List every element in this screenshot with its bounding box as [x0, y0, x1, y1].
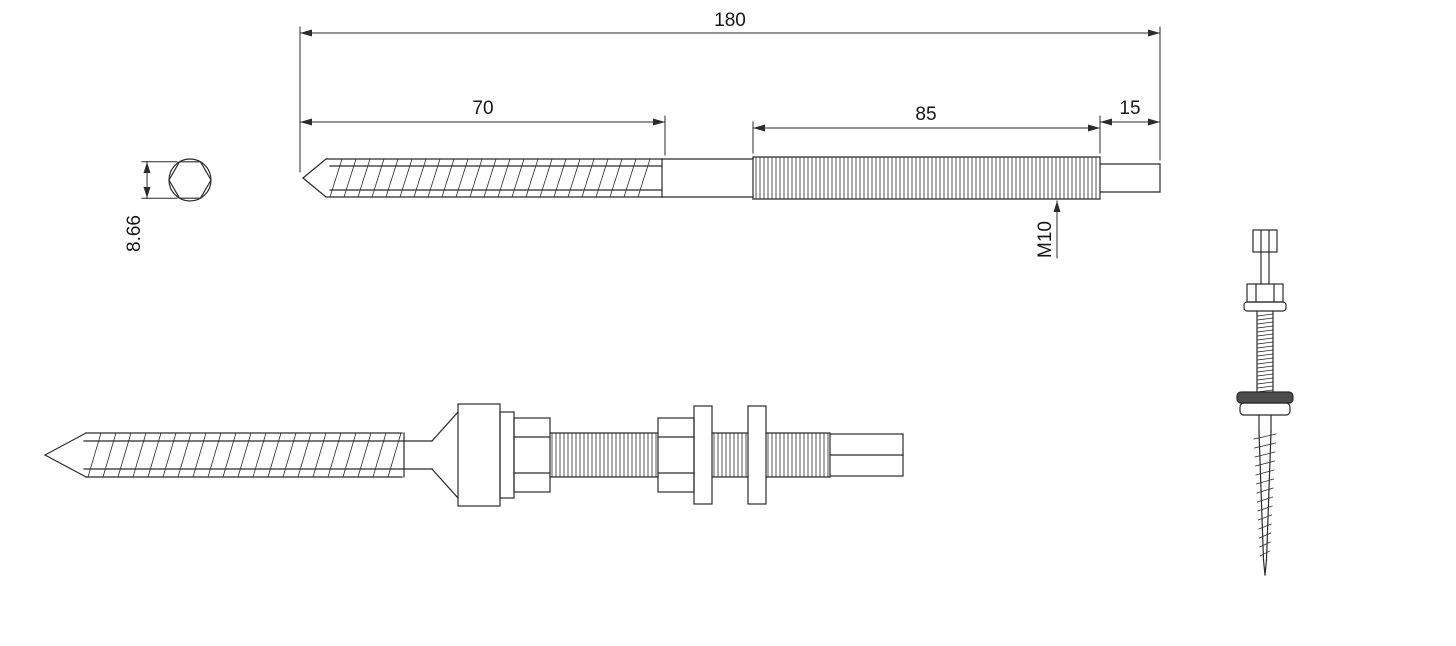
main-side-view: 180 70 85 15 M [299, 10, 1161, 259]
washer [1243, 301, 1287, 312]
shank-outline-circle [168, 158, 212, 202]
neck [1260, 251, 1270, 285]
dim-overall-length-label: 180 [714, 10, 746, 31]
hex-nut [513, 417, 551, 493]
dim-lag-thread-length: 70 [299, 98, 666, 156]
screw-tip [44, 432, 87, 478]
lag-screw-section [1253, 431, 1277, 576]
dim-machine-thread-length: 85 [752, 104, 1101, 154]
dim-hex-across-flats-label: 8.66 [124, 215, 145, 252]
screw-tip [302, 158, 327, 198]
arrowhead [1088, 124, 1100, 132]
arrowhead [753, 124, 765, 132]
end-view: 8.66 [124, 158, 212, 252]
plain-end-section [1099, 163, 1161, 193]
dim-plain-end-length-label: 15 [1119, 98, 1140, 119]
thread-spec-label: M10 [1035, 221, 1056, 258]
plain-end-section [829, 433, 904, 477]
lag-thread-section [325, 158, 663, 198]
seal-washer-pair [1236, 391, 1294, 416]
machine-thread-section [549, 432, 659, 478]
arrowhead [300, 118, 312, 126]
arrowhead [300, 29, 312, 37]
arrowhead [653, 118, 665, 126]
arrowhead [1053, 201, 1061, 212]
dim-overall-length: 180 [299, 10, 1161, 173]
shank-and-cone [403, 411, 459, 499]
plain-shank-section [661, 158, 754, 198]
washer [747, 405, 767, 505]
threaded-rod [1256, 310, 1274, 393]
label-thread-spec: M10 [1035, 200, 1061, 259]
dim-plain-end-length: 15 [1099, 98, 1161, 126]
hex-nut [1246, 283, 1284, 303]
isometric-view [1236, 229, 1294, 576]
machine-thread-section [765, 432, 831, 478]
dim-hex-across-flats: 8.66 [124, 161, 178, 252]
arrowhead [143, 187, 151, 198]
seal-washer-block [457, 403, 515, 507]
machine-thread-section [752, 156, 1101, 200]
arrowhead [1148, 118, 1160, 126]
arrowhead [143, 162, 151, 173]
assembled-view [44, 403, 904, 507]
lag-thread-section [83, 432, 405, 478]
dim-machine-thread-length-label: 85 [915, 104, 936, 125]
arrowhead [1100, 118, 1112, 126]
hex-drive-outline [168, 161, 212, 199]
arrowhead [1148, 29, 1160, 37]
lower-rod [1258, 414, 1272, 433]
washer [693, 405, 713, 505]
machine-thread-section [711, 432, 749, 478]
dim-lag-thread-length-label: 70 [472, 98, 493, 119]
hex-head [1252, 229, 1278, 253]
hex-nut [657, 417, 695, 493]
